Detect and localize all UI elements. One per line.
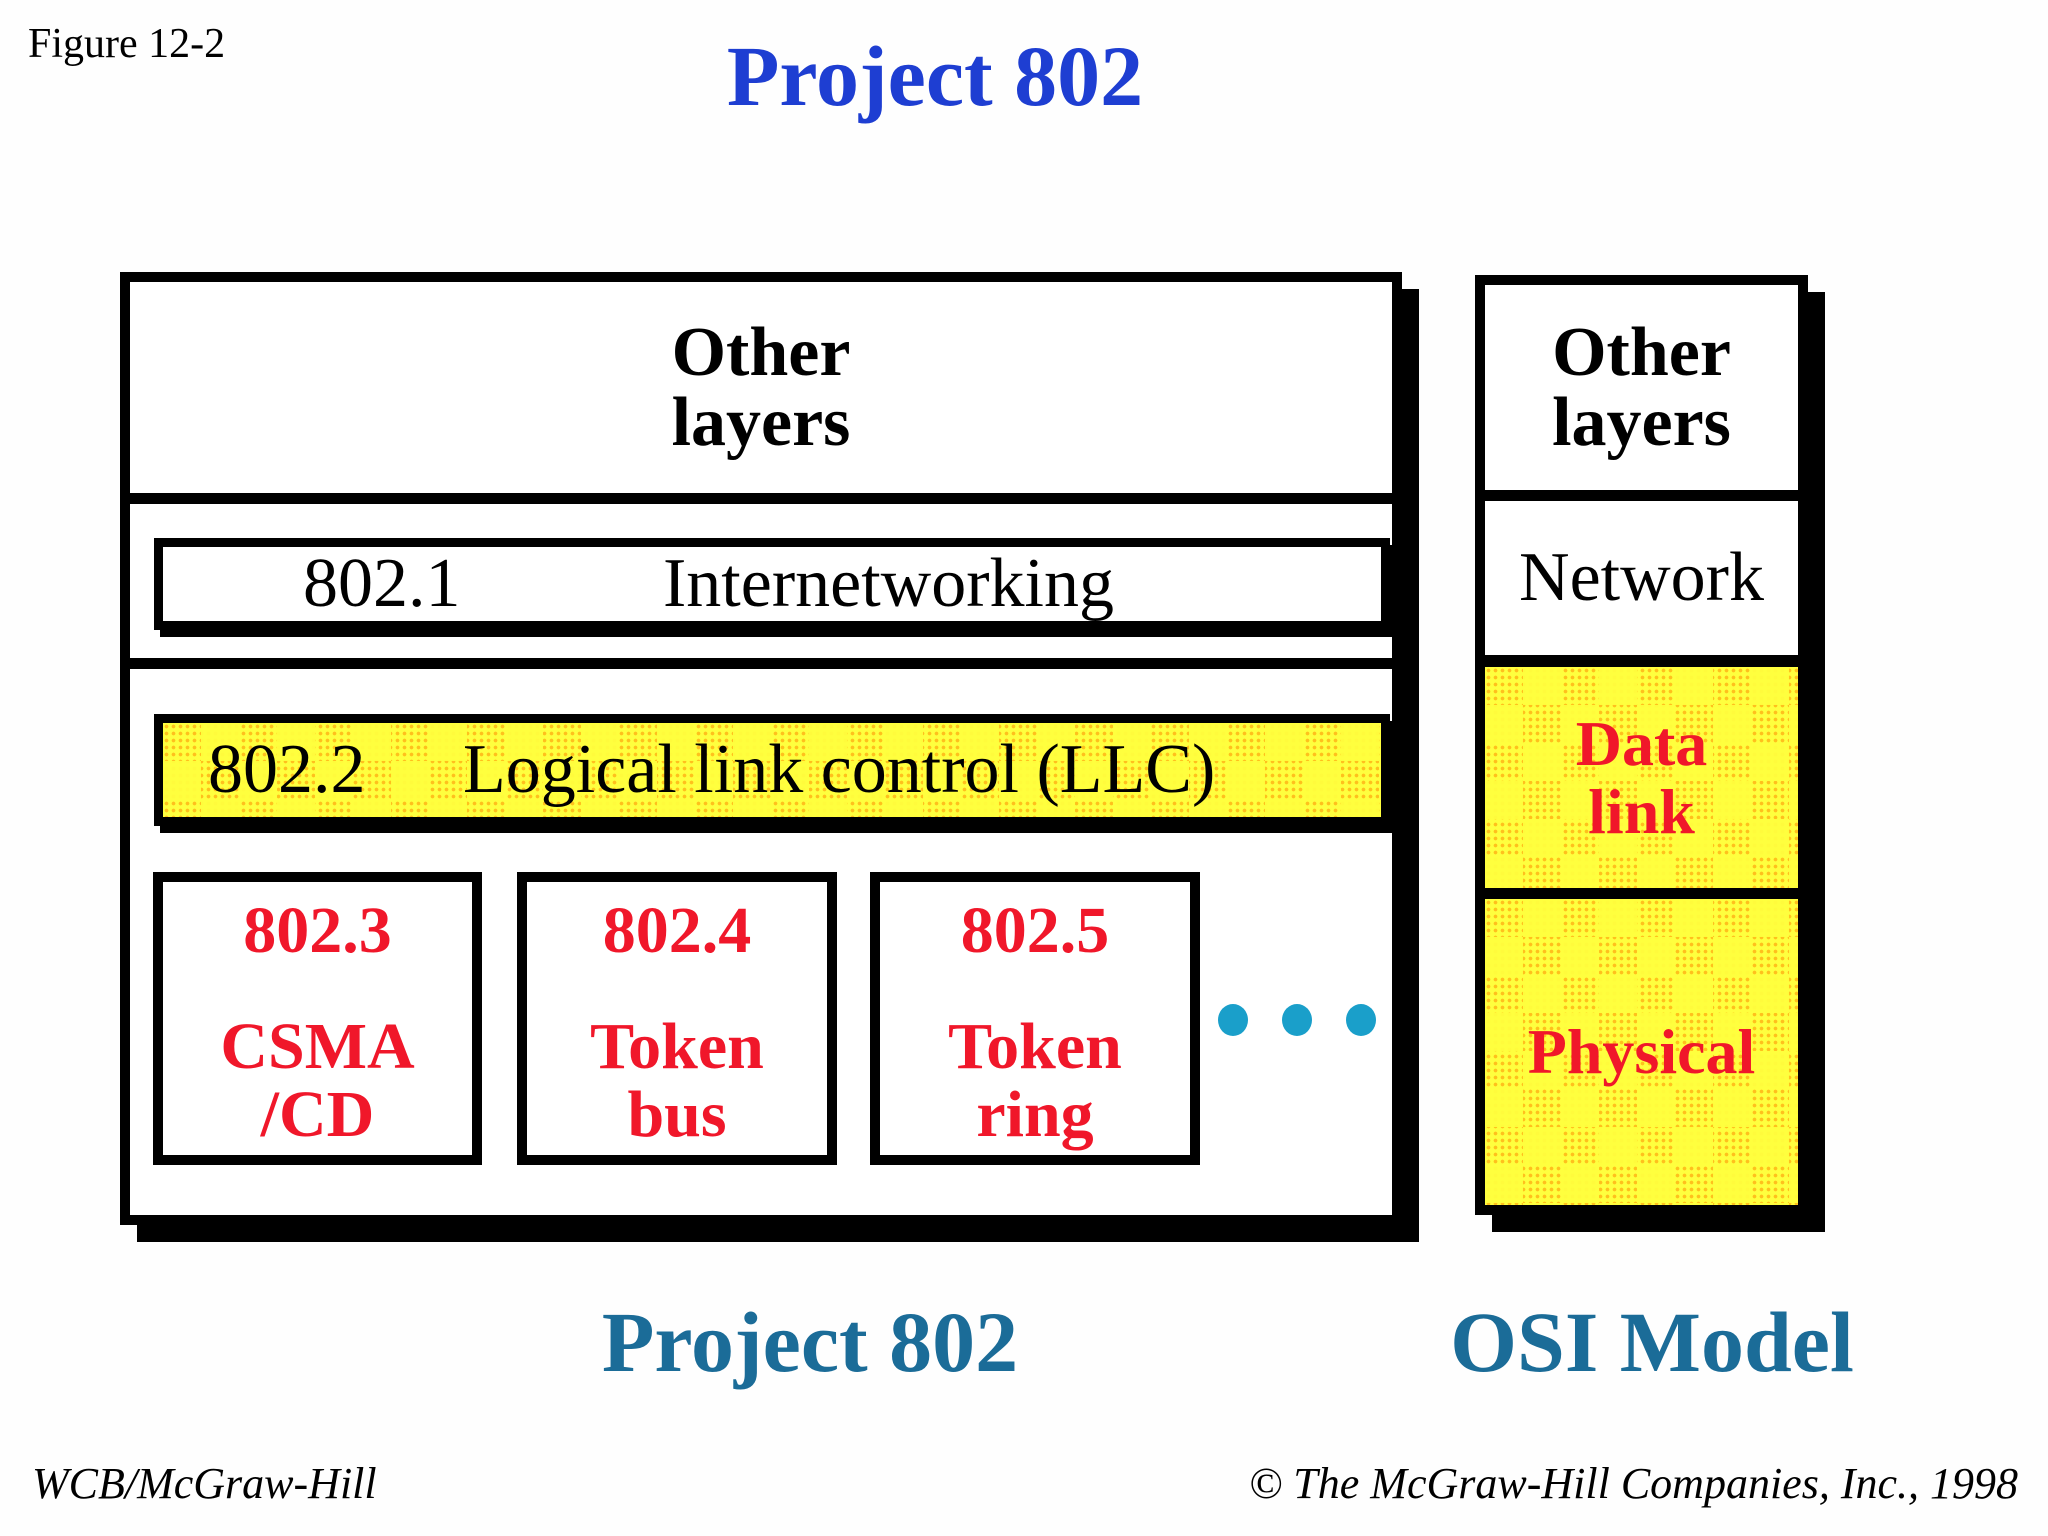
osi-other-layers: Other layers — [1485, 285, 1798, 490]
osi-network-label: Network — [1519, 539, 1764, 616]
label-csma-cd: CSMA /CD — [220, 1010, 415, 1151]
row-802-1: 802.1 Internetworking — [154, 538, 1390, 630]
other-layers-label: Other layers — [671, 313, 851, 461]
page-title: Project 802 — [726, 28, 1144, 124]
code-802-3: 802.3 — [243, 894, 392, 967]
osi-physical-label: Physical — [1527, 1016, 1756, 1088]
box-802-3: 802.3 CSMA /CD — [153, 872, 482, 1165]
divider — [130, 658, 1392, 669]
osi-data-link: Data link — [1485, 667, 1798, 888]
divider — [1485, 888, 1798, 899]
ellipsis-dot — [1282, 1004, 1312, 1036]
caption-project802: Project 802 — [601, 1294, 1019, 1390]
ellipsis-dot — [1218, 1004, 1248, 1036]
box-802-5: 802.5 Token ring — [870, 872, 1200, 1165]
divider — [1485, 655, 1798, 667]
code-802-4: 802.4 — [602, 894, 752, 967]
divider — [130, 493, 1392, 504]
publisher-credit: WCB/McGraw-Hill — [32, 1459, 377, 1508]
caption-osi-model: OSI Model — [1450, 1294, 1854, 1390]
code-802-2: 802.2 — [208, 731, 366, 808]
code-802-5: 802.5 — [960, 894, 1110, 967]
osi-data-link-label: Data link — [1575, 708, 1708, 847]
osi-other-layers-label: Other layers — [1552, 313, 1731, 461]
project802-other-layers-section: Other layers — [130, 282, 1392, 493]
osi-model-box: Other layers Network Data link Physical — [1475, 275, 1808, 1215]
code-802-1: 802.1 — [303, 545, 461, 622]
figure-label: Figure 12-2 — [28, 21, 226, 67]
label-internetworking: Internetworking — [663, 545, 1114, 622]
osi-network: Network — [1485, 501, 1798, 655]
osi-physical: Physical — [1485, 899, 1798, 1205]
label-token-bus: Token bus — [590, 1010, 764, 1151]
divider — [1485, 490, 1798, 501]
row-802-2: 802.2 Logical link control (LLC) — [154, 714, 1390, 826]
copyright-notice: © The McGraw-Hill Companies, Inc., 1998 — [1248, 1459, 2018, 1508]
box-802-4: 802.4 Token bus — [517, 872, 837, 1165]
label-llc: Logical link control (LLC) — [463, 731, 1216, 808]
label-token-ring: Token ring — [948, 1010, 1122, 1151]
ellipsis-dot — [1346, 1004, 1376, 1036]
project802-box: Other layers 802.1 Internetworking 802.2… — [120, 272, 1402, 1225]
